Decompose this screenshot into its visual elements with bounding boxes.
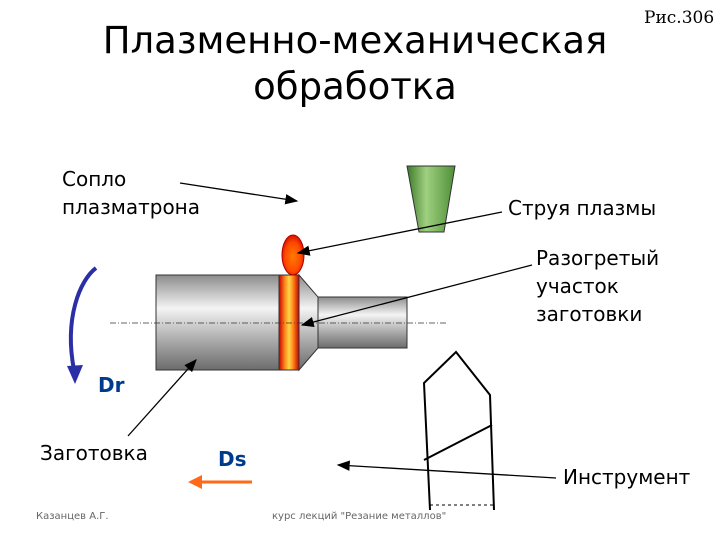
heated-zone-line-1: Разогретый — [536, 246, 660, 270]
nozzle-label: Сопло плазматрона — [62, 165, 200, 221]
plasma-nozzle — [406, 165, 456, 233]
heated-zone-leader — [300, 264, 533, 328]
tool-leader — [336, 460, 557, 479]
title-line-1: Плазменно-механическая — [102, 19, 608, 62]
figure-reference: Рис.306 — [644, 8, 715, 28]
heated-zone-line-3: заготовки — [536, 302, 643, 326]
heated-zone-band — [278, 274, 300, 371]
rotation-motion-label: Dr — [98, 373, 125, 397]
plasma-jet-flame — [281, 234, 305, 276]
workpiece-leader — [127, 359, 197, 437]
rotation-arrow-head — [67, 365, 83, 384]
tool-label: Инструмент — [563, 465, 691, 489]
workpiece-label: Заготовка — [40, 441, 148, 465]
rotation-arrow — [68, 266, 98, 371]
heated-zone-line-2: участок — [536, 274, 619, 298]
workpiece-body — [155, 274, 281, 371]
tool-edge-line — [423, 424, 493, 461]
workpiece-machined-section — [317, 296, 408, 349]
title-line-2: обработка — [253, 65, 457, 108]
footer-course: курс лекций "Резание металлов" — [272, 511, 447, 522]
jet-leader — [296, 211, 503, 256]
nozzle-label-line-2: плазматрона — [62, 195, 201, 219]
cutting-tool — [422, 350, 495, 511]
slide-title: Плазменно-механическая обработка — [90, 18, 620, 110]
footer-author: Казанцев А.Г. — [36, 511, 109, 522]
heated-zone-label: Разогретый участок заготовки — [536, 244, 659, 328]
feed-motion-label: Ds — [218, 447, 247, 471]
plasma-jet-label: Струя плазмы — [508, 196, 657, 220]
feed-arrow-head — [188, 475, 202, 489]
nozzle-label-line-1: Сопло — [62, 167, 127, 191]
workpiece-chamfer — [298, 273, 319, 372]
nozzle-leader — [179, 182, 299, 205]
